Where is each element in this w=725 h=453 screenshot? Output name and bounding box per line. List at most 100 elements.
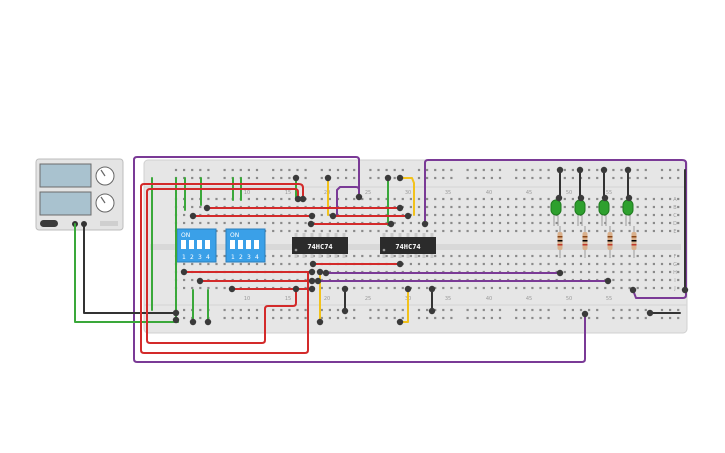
breadboard-hole[interactable]	[296, 221, 299, 225]
rail-hole[interactable]	[644, 168, 647, 172]
breadboard-hole[interactable]	[636, 205, 639, 209]
rail-hole[interactable]	[442, 316, 445, 320]
rail-hole[interactable]	[660, 308, 664, 312]
breadboard-hole[interactable]	[426, 213, 429, 217]
wire-endpoint[interactable]	[172, 316, 180, 324]
breadboard-hole[interactable]	[280, 262, 283, 266]
breadboard-hole[interactable]	[669, 229, 672, 233]
breadboard-hole[interactable]	[588, 270, 591, 274]
rail-hole[interactable]	[223, 308, 226, 312]
breadboard-hole[interactable]	[515, 205, 518, 209]
rail-hole[interactable]	[183, 308, 186, 312]
breadboard-hole[interactable]	[571, 229, 574, 233]
rail-hole[interactable]	[247, 176, 250, 180]
rail-hole[interactable]	[563, 176, 566, 180]
wire[interactable]	[336, 186, 360, 217]
breadboard-hole[interactable]	[498, 286, 502, 290]
rail-hole[interactable]	[636, 176, 639, 180]
rail-hole[interactable]	[304, 176, 307, 180]
breadboard-hole[interactable]	[507, 262, 510, 266]
breadboard-hole[interactable]	[652, 278, 655, 282]
breadboard-hole[interactable]	[652, 270, 655, 274]
rail-hole[interactable]	[288, 308, 291, 312]
breadboard-hole[interactable]	[272, 254, 275, 258]
rail-hole[interactable]	[677, 308, 680, 312]
led[interactable]	[622, 199, 634, 216]
rail-hole[interactable]	[183, 316, 186, 320]
rail-hole[interactable]	[612, 176, 615, 180]
breadboard-hole[interactable]	[490, 286, 493, 290]
breadboard-hole[interactable]	[677, 270, 680, 274]
rail-hole[interactable]	[345, 316, 348, 320]
breadboard-hole[interactable]	[669, 278, 672, 282]
breadboard-hole[interactable]	[369, 254, 372, 258]
breadboard-hole[interactable]	[409, 262, 412, 266]
breadboard-hole[interactable]	[280, 221, 283, 225]
breadboard-hole[interactable]	[377, 197, 380, 201]
wire-endpoint[interactable]	[316, 268, 324, 276]
breadboard-hole[interactable]	[652, 262, 655, 266]
rail-hole[interactable]	[539, 308, 542, 312]
breadboard-hole[interactable]	[547, 286, 550, 290]
breadboard-hole[interactable]	[612, 286, 615, 290]
breadboard-hole[interactable]	[539, 262, 542, 266]
breadboard-hole[interactable]	[458, 262, 461, 266]
breadboard-hole[interactable]	[247, 221, 250, 225]
rail-hole[interactable]	[620, 308, 623, 312]
breadboard-hole[interactable]	[677, 262, 680, 266]
wire-endpoint[interactable]	[299, 195, 307, 203]
breadboard-hole[interactable]	[474, 286, 477, 290]
breadboard-hole[interactable]	[442, 213, 445, 217]
breadboard-hole[interactable]	[547, 213, 550, 217]
breadboard-hole[interactable]	[523, 229, 526, 233]
breadboard-hole[interactable]	[636, 254, 639, 258]
breadboard-hole[interactable]	[417, 205, 421, 209]
rail-hole[interactable]	[450, 308, 453, 312]
breadboard-hole[interactable]	[660, 262, 664, 266]
breadboard-hole[interactable]	[466, 254, 469, 258]
breadboard-hole[interactable]	[669, 254, 672, 258]
breadboard-hole[interactable]	[442, 254, 445, 258]
breadboard-hole[interactable]	[669, 213, 672, 217]
breadboard-hole[interactable]	[660, 286, 664, 290]
wire-endpoint[interactable]	[189, 318, 197, 326]
breadboard-hole[interactable]	[183, 262, 186, 266]
breadboard-hole[interactable]	[539, 286, 542, 290]
rail-hole[interactable]	[571, 308, 574, 312]
rail-hole[interactable]	[434, 308, 437, 312]
rail-hole[interactable]	[579, 308, 583, 312]
breadboard-hole[interactable]	[612, 229, 615, 233]
breadboard-hole[interactable]	[539, 205, 542, 209]
rail-hole[interactable]	[490, 308, 493, 312]
breadboard-hole[interactable]	[191, 262, 194, 266]
dip-switch-1-toggle-4[interactable]	[205, 240, 210, 249]
rail-hole[interactable]	[498, 168, 502, 172]
rail-hole[interactable]	[304, 308, 307, 312]
rail-hole[interactable]	[393, 176, 396, 180]
breadboard-hole[interactable]	[669, 197, 672, 201]
rail-hole[interactable]	[272, 308, 275, 312]
breadboard-hole[interactable]	[417, 229, 421, 233]
dip-switch-2-toggle-3[interactable]	[246, 240, 251, 249]
breadboard-hole[interactable]	[490, 197, 493, 201]
breadboard-hole[interactable]	[336, 254, 340, 258]
rail-hole[interactable]	[239, 316, 242, 320]
wire[interactable]	[146, 188, 299, 344]
breadboard-hole[interactable]	[288, 221, 291, 225]
breadboard-hole[interactable]	[596, 270, 599, 274]
breadboard-hole[interactable]	[498, 197, 502, 201]
breadboard-hole[interactable]	[458, 205, 461, 209]
breadboard-hole[interactable]	[207, 286, 210, 290]
rail-hole[interactable]	[255, 316, 259, 320]
wire-endpoint[interactable]	[646, 309, 654, 317]
rail-hole[interactable]	[223, 168, 226, 172]
breadboard-hole[interactable]	[490, 254, 493, 258]
wire[interactable]	[133, 156, 586, 363]
rail-hole[interactable]	[280, 168, 283, 172]
rail-hole[interactable]	[393, 168, 396, 172]
rail-hole[interactable]	[669, 316, 672, 320]
breadboard-hole[interactable]	[434, 229, 437, 233]
breadboard-hole[interactable]	[409, 254, 412, 258]
wire[interactable]	[424, 159, 687, 299]
rail-hole[interactable]	[450, 316, 453, 320]
